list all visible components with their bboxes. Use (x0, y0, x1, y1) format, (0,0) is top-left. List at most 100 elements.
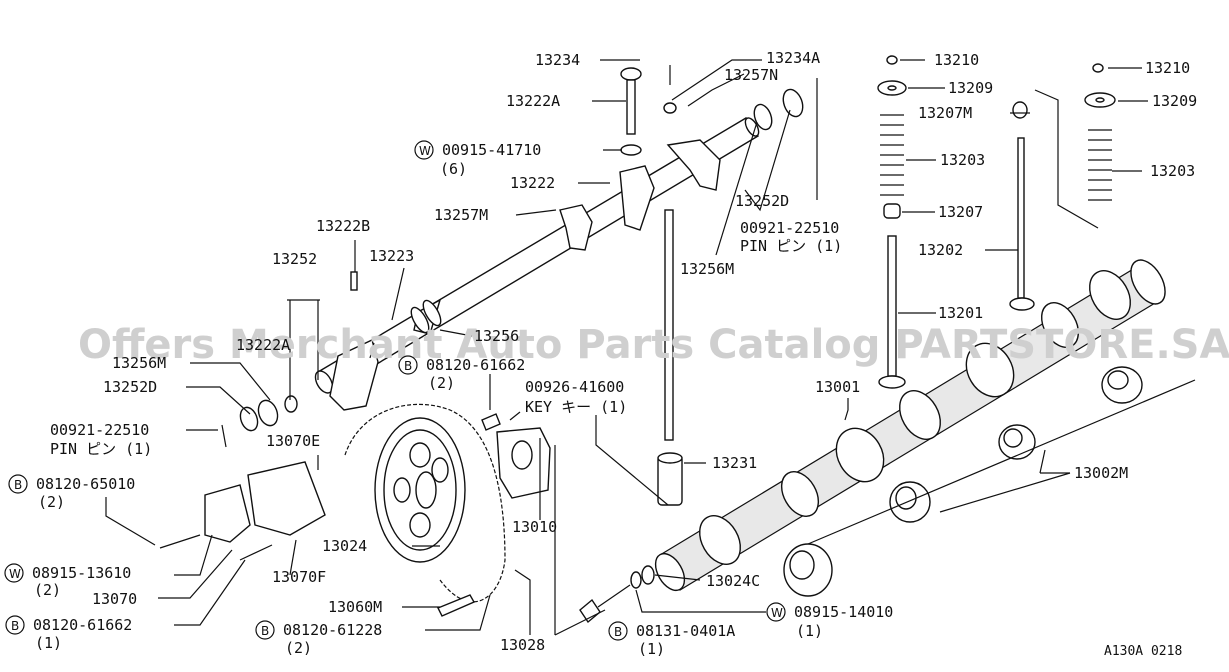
washer-08915 (630, 571, 642, 589)
label-13060m: 13060M (328, 598, 382, 616)
washer-13024c (641, 565, 655, 585)
label-13231: 13231 (712, 454, 757, 472)
label-13202: 13202 (918, 241, 963, 259)
label-pin-top: PIN ピン (1) (740, 237, 842, 255)
label-key: KEY キー (1) (525, 398, 627, 416)
bolt-08120-top (481, 413, 501, 431)
washer-left-c (284, 395, 298, 413)
chain-guide-13060m (437, 594, 475, 617)
label-13222a: 13222A (506, 92, 560, 110)
washer-symbol-2-letter: W (9, 567, 21, 581)
label-13222a-mid: 13222A (236, 336, 290, 354)
valve-assembly-2 (1009, 63, 1116, 311)
label-13024: 13024 (322, 537, 367, 555)
leader-lines (105, 59, 1148, 636)
washer-top-b (782, 88, 804, 118)
washer-top-a (753, 103, 773, 131)
label-qty-1b: (1) (796, 622, 823, 640)
bolt-13222b (350, 271, 358, 291)
washer-symbol-letter: W (419, 144, 431, 158)
label-13223: 13223 (369, 247, 414, 265)
label-08915-13610: 08915-13610 (32, 564, 131, 582)
label-13252: 13252 (272, 250, 317, 268)
label-13070f: 13070F (272, 568, 326, 586)
label-13222b: 13222B (316, 217, 370, 235)
label-13210-b: 13210 (1145, 59, 1190, 77)
stud-bolt-13222a (620, 65, 677, 156)
label-13024c: 13024C (706, 572, 760, 590)
label-13252d-left: 13252D (103, 378, 157, 396)
bolt-symbol-5 (608, 621, 628, 641)
label-00921-22510-left: 00921-22510 (50, 421, 149, 439)
diagram-code: A130A 0218 (1104, 644, 1182, 659)
bolt-symbol-3-letter: B (11, 619, 19, 633)
washer-symbol (414, 140, 434, 160)
label-13209-a: 13209 (948, 79, 993, 97)
label-13028: 13028 (500, 636, 545, 654)
label-pin-left: PIN ピン (1) (50, 440, 152, 458)
bolt-symbol-5-letter: B (614, 625, 622, 639)
label-00915-41710: 00915-41710 (442, 141, 541, 159)
timing-chain (344, 403, 506, 603)
label-13201: 13201 (938, 304, 983, 322)
label-qty-2b: (2) (38, 493, 65, 511)
label-13070: 13070 (92, 590, 137, 608)
label-13257m: 13257M (434, 206, 488, 224)
label-00921-22510-top: 00921-22510 (740, 219, 839, 237)
label-13222: 13222 (510, 174, 555, 192)
washer-left-b (257, 399, 279, 427)
label-13002m: 13002M (1074, 464, 1128, 482)
label-13256m-left: 13256M (112, 354, 166, 372)
washer-symbol-2 (4, 563, 24, 583)
label-08120-61662-bot: 08120-61662 (33, 616, 132, 634)
label-13070e: 13070E (266, 432, 320, 450)
tensioner-body (204, 484, 251, 543)
pin-left (221, 424, 227, 448)
label-13209-b: 13209 (1152, 92, 1197, 110)
label-qty-2a: (2) (428, 374, 455, 392)
bolt-symbol-2-letter: B (14, 478, 22, 492)
rocker-shaft (314, 117, 760, 411)
bolt-symbol-2 (8, 474, 28, 494)
label-13257n: 13257N (724, 66, 778, 84)
label-13234a: 13234A (766, 49, 820, 67)
tensioner-bolt-2 (239, 544, 273, 561)
tensioner-plate (247, 461, 326, 536)
bolt-08131 (579, 598, 601, 624)
chain-guide-hole (511, 440, 533, 470)
label-qty-2d: (2) (285, 639, 312, 657)
label-08915-14010: 08915-14010 (794, 603, 893, 621)
bolt-symbol-1-letter: B (404, 359, 412, 373)
washer-symbol-3 (766, 602, 786, 622)
label-08131-0401a: 08131-0401A (636, 622, 735, 640)
label-qty-6: (6) (440, 160, 467, 178)
valve-assembly-1 (877, 55, 907, 389)
label-08120-61228: 08120-61228 (283, 621, 382, 639)
tensioner-bolt (159, 534, 201, 549)
label-13207: 13207 (938, 203, 983, 221)
label-00926-41600: 00926-41600 (525, 378, 624, 396)
label-qty-2c: (2) (34, 581, 61, 599)
watermark: Offers Merchant Auto Parts Catalog PARTS… (78, 322, 1229, 368)
label-13203-a: 13203 (940, 151, 985, 169)
label-13234: 13234 (535, 51, 580, 69)
cam-sprocket (374, 417, 466, 563)
labels: 13234 13234A 13257N 13222A W 00915-41710… (4, 49, 1197, 659)
label-13203-b: 13203 (1150, 162, 1195, 180)
label-13001: 13001 (815, 378, 860, 396)
label-13210-a: 13210 (934, 51, 979, 69)
label-08120-65010: 08120-65010 (36, 475, 135, 493)
bolt-symbol-1 (398, 355, 418, 375)
label-qty-1c: (1) (638, 640, 665, 658)
washer-left-a (239, 406, 259, 432)
washer-symbol-3-letter: W (771, 606, 783, 620)
bolt-symbol-3 (5, 615, 25, 635)
label-13010: 13010 (512, 518, 557, 536)
camshaft (654, 259, 1166, 592)
label-qty-1a: (1) (35, 634, 62, 652)
label-13256m-top: 13256M (680, 260, 734, 278)
label-13207m: 13207M (918, 104, 972, 122)
bolt-symbol-4 (255, 620, 275, 640)
